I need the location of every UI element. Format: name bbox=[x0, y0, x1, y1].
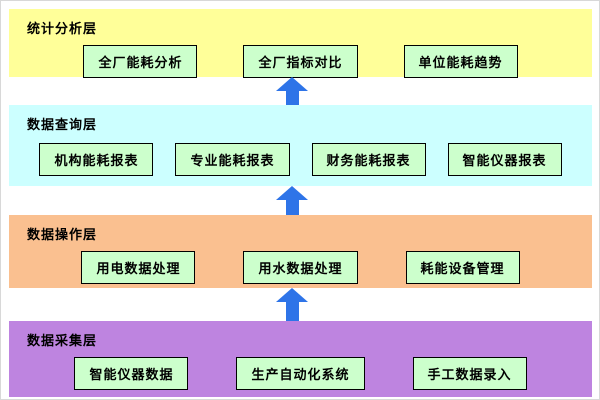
layer-label: 数据操作层 bbox=[27, 227, 98, 242]
diagram-box: 用电数据处理 bbox=[81, 251, 196, 284]
layer-items: 机构能耗报表 专业能耗报表 财务能耗报表 智能仪器报表 bbox=[27, 143, 592, 176]
arrow-head bbox=[276, 186, 308, 200]
diagram-box: 财务能耗报表 bbox=[311, 143, 426, 176]
layer-label: 数据查询层 bbox=[27, 117, 98, 132]
layer-items: 智能仪器数据 生产自动化系统 手工数据录入 bbox=[27, 357, 592, 390]
up-arrow-icon bbox=[276, 186, 308, 215]
diagram-box: 全厂指标对比 bbox=[243, 45, 358, 78]
diagram-box: 智能仪器报表 bbox=[447, 143, 562, 176]
diagram-box: 智能仪器数据 bbox=[74, 357, 189, 390]
up-arrow-icon bbox=[276, 77, 308, 105]
layer-items: 用电数据处理 用水数据处理 耗能设备管理 bbox=[27, 251, 592, 284]
arrow-shaft bbox=[285, 302, 299, 321]
diagram-box: 手工数据录入 bbox=[412, 357, 527, 390]
layer-label: 统计分析层 bbox=[27, 21, 98, 36]
layer-label: 数据采集层 bbox=[27, 333, 98, 348]
layer-items: 全厂能耗分析 全厂指标对比 单位能耗趋势 bbox=[27, 45, 592, 78]
layer-band-collection: 数据采集层 智能仪器数据 生产自动化系统 手工数据录入 bbox=[9, 321, 592, 397]
diagram-box: 用水数据处理 bbox=[243, 251, 358, 284]
up-arrow-icon bbox=[276, 288, 308, 321]
diagram-box: 全厂能耗分析 bbox=[83, 45, 198, 78]
arrow-shaft bbox=[285, 91, 299, 105]
layer-band-query: 数据查询层 机构能耗报表 专业能耗报表 财务能耗报表 智能仪器报表 bbox=[9, 105, 592, 186]
arrow-head bbox=[276, 288, 308, 302]
diagram-box: 耗能设备管理 bbox=[405, 251, 520, 284]
diagram-box: 机构能耗报表 bbox=[39, 143, 154, 176]
diagram-box: 专业能耗报表 bbox=[175, 143, 290, 176]
arrow-head bbox=[276, 77, 308, 91]
diagram-box: 单位能耗趋势 bbox=[403, 45, 518, 78]
arrow-shaft bbox=[285, 200, 299, 215]
layer-band-statistics: 统计分析层 全厂能耗分析 全厂指标对比 单位能耗趋势 bbox=[9, 9, 592, 78]
diagram-box: 生产自动化系统 bbox=[236, 357, 365, 390]
layer-band-operation: 数据操作层 用电数据处理 用水数据处理 耗能设备管理 bbox=[9, 215, 592, 288]
